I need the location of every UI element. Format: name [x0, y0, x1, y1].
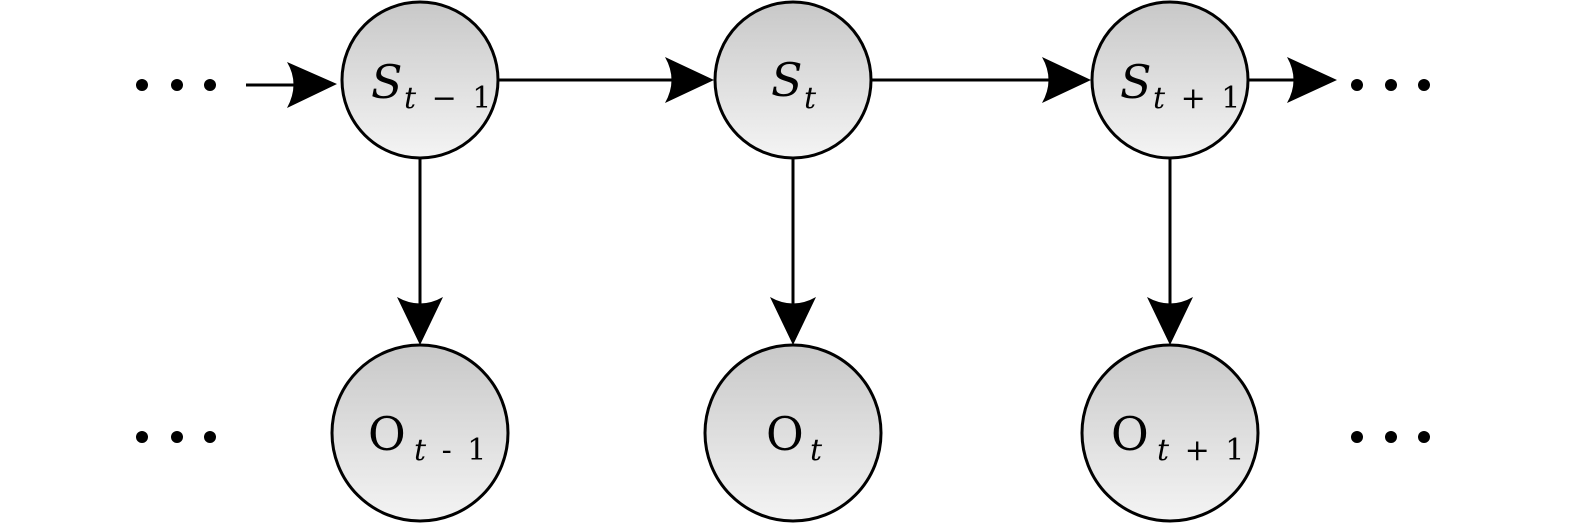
svg-text:t: t — [804, 81, 817, 116]
observation-label-sub-num: 1 — [1225, 433, 1244, 468]
observation-label-sub-op: - — [442, 433, 452, 468]
ellipsis-top-left — [136, 79, 216, 91]
edge-s-curr-to-s-next — [872, 57, 1091, 103]
state-label-main: S — [771, 53, 803, 107]
observation-label-sub-var: t — [414, 433, 427, 468]
state-label-sub-num: 1 — [472, 81, 491, 116]
svg-text:t + 1: t + 1 — [1153, 81, 1240, 116]
state-label-main: S — [371, 55, 403, 109]
svg-text:O: O — [368, 407, 406, 461]
edge-s-next-to-o-next — [1147, 158, 1193, 345]
edge-s-prev-to-o-prev — [397, 158, 443, 345]
observation-label-main: O — [368, 407, 406, 461]
state-label-sub-var: t — [804, 81, 817, 116]
ellipsis-bottom-right — [1351, 431, 1430, 443]
svg-text:S: S — [371, 55, 403, 109]
edge-s-prev-to-s-curr — [499, 57, 714, 103]
observation-label-sub-num: 1 — [467, 433, 486, 468]
ellipsis-top-right — [1351, 79, 1430, 91]
observation-node-t: O t — [703, 343, 883, 523]
svg-text:t + 1: t + 1 — [1157, 433, 1244, 468]
state-label-sub-var: t — [1153, 81, 1166, 116]
observation-label-sub-var: t — [810, 433, 823, 468]
observation-label-sub-op: + — [1185, 433, 1210, 468]
state-node-t-plus-1: S t + 1 — [1090, 0, 1250, 160]
state-label-sub-op: + — [1181, 81, 1206, 116]
svg-text:t - 1: t - 1 — [414, 433, 486, 468]
ellipsis-bottom-left — [136, 431, 216, 443]
observation-label-main: O — [766, 407, 804, 461]
edge-ellipsis-to-s-prev — [246, 62, 337, 108]
svg-text:t − 1: t − 1 — [404, 81, 491, 116]
svg-text:S: S — [771, 53, 803, 107]
svg-text:O: O — [766, 407, 804, 461]
state-label-main: S — [1120, 55, 1152, 109]
svg-text:S: S — [1120, 55, 1152, 109]
observation-label-main: O — [1111, 407, 1149, 461]
svg-text:t: t — [810, 433, 823, 468]
observation-node-t-minus-1: O t - 1 — [330, 343, 510, 523]
state-node-t-minus-1: S t − 1 — [340, 0, 500, 160]
state-label-sub-num: 1 — [1221, 81, 1240, 116]
edge-s-curr-to-o-curr — [770, 158, 816, 345]
state-label-sub-var: t — [404, 81, 417, 116]
svg-text:O: O — [1111, 407, 1149, 461]
observation-label-sub-var: t — [1157, 433, 1170, 468]
state-node-t: S t — [713, 0, 873, 160]
observation-node-t-plus-1: O t + 1 — [1080, 343, 1260, 523]
state-label-sub-op: − — [432, 81, 457, 116]
edge-s-next-to-ellipsis — [1249, 57, 1337, 103]
